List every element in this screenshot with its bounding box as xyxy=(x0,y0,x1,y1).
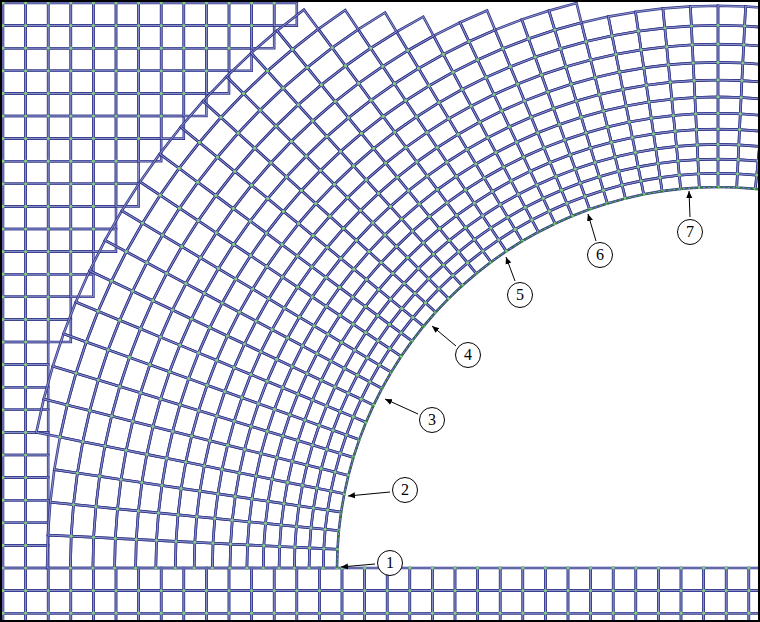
callout-number: 4 xyxy=(455,342,481,368)
callout-number: 3 xyxy=(419,407,445,433)
callout-number: 7 xyxy=(677,219,703,245)
callout-number: 6 xyxy=(587,242,613,268)
callout-number: 2 xyxy=(392,477,418,503)
callout-number: 1 xyxy=(377,550,403,576)
callout-number: 5 xyxy=(507,282,533,308)
